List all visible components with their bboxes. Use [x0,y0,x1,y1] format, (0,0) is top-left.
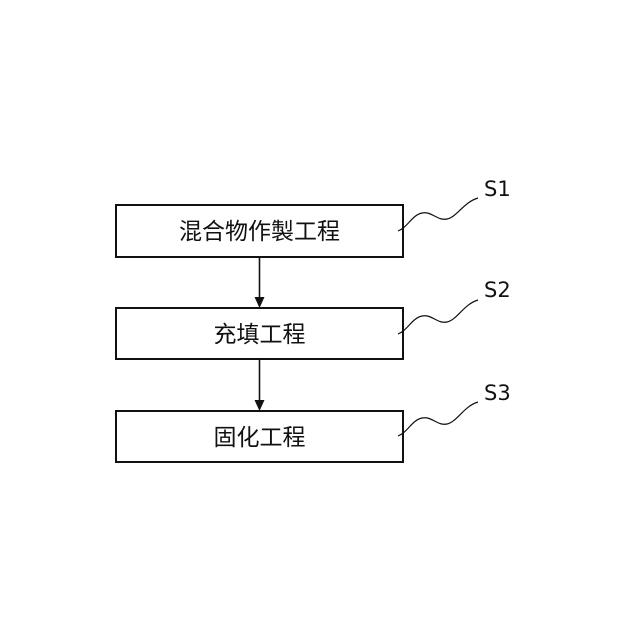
ref-label-s2: S2 [484,278,511,302]
leader-line-s1 [398,198,478,231]
step-label-s1: 混合物作製工程 [179,219,340,245]
arrow-s1-s2 [255,257,265,308]
leader-line-s2 [398,300,478,334]
ref-label-s1: S1 [484,177,511,201]
leader-line-s3 [398,402,478,436]
step-label-s3: 固化工程 [214,425,306,451]
arrow-s2-s3 [255,359,265,411]
step-s3: 固化工程 [116,411,403,462]
step-label-s2: 充填工程 [214,322,306,348]
step-s1: 混合物作製工程 [116,205,403,257]
step-s2: 充填工程 [116,308,403,359]
ref-label-s3: S3 [484,381,511,405]
